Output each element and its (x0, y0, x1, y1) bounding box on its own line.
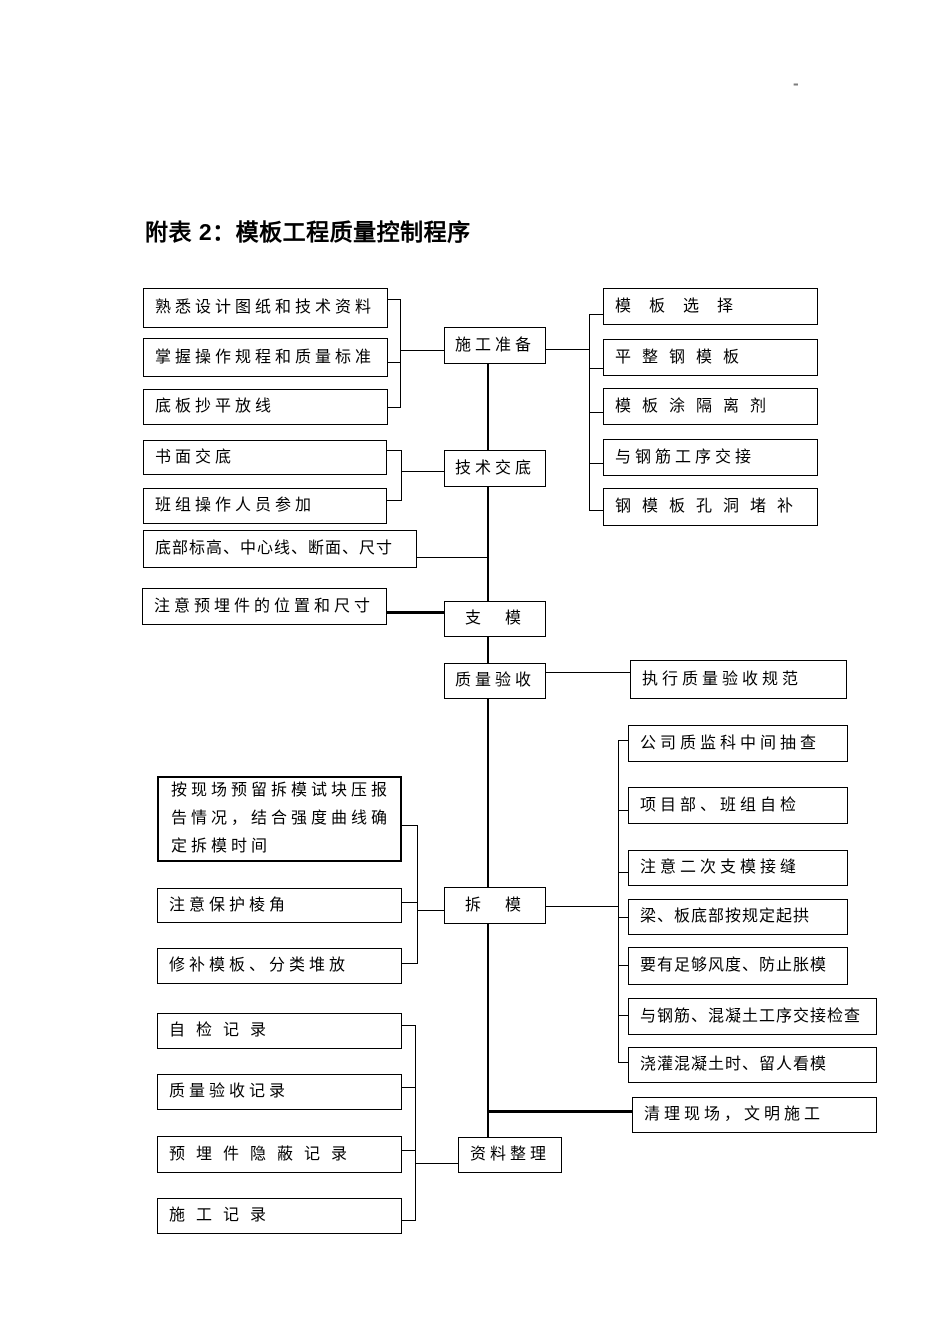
connector-line (618, 917, 628, 918)
box-familiarize-drawings: 熟悉设计图纸和技术资料 (143, 288, 388, 328)
connector-line (417, 557, 489, 558)
connector-line (618, 740, 628, 741)
connector-line (402, 1025, 415, 1026)
box-project-selfcheck: 项目部、班组自检 (628, 787, 848, 824)
connector-line (589, 368, 603, 369)
box-self-check-record: 自检记录 (157, 1013, 402, 1049)
connector-line (388, 299, 401, 300)
connector-line (402, 1150, 415, 1151)
connector-line (415, 1025, 416, 1221)
connector-line (400, 350, 444, 351)
box-site-cleanup: 清理现场，文明施工 (632, 1097, 877, 1133)
connector-line (415, 1163, 458, 1164)
connector-line (546, 672, 630, 673)
connector-line (589, 463, 603, 464)
box-embedded-hidden-record: 预埋件隐蔽记录 (157, 1136, 402, 1173)
flow-line (487, 637, 489, 663)
connector-line (589, 314, 603, 315)
connector-line-bold (387, 611, 444, 614)
box-template-selection: 模板选择 (603, 288, 818, 325)
flow-line (487, 699, 489, 887)
connector-line (388, 362, 401, 363)
connector-line (402, 1087, 415, 1088)
box-bottom-elevation: 底部标高、中心线、断面、尺寸 (143, 530, 417, 568)
box-written-disclosure: 书面交底 (143, 440, 387, 475)
box-watch-forms: 浇灌混凝土时、留人看模 (628, 1047, 877, 1083)
connector-line-bold (488, 1110, 632, 1113)
connector-line (618, 740, 619, 1063)
box-release-agent: 模板涂隔离剂 (603, 388, 818, 425)
box-construction-record: 施工记录 (157, 1198, 402, 1234)
connector-line (618, 1015, 628, 1016)
connector-line (387, 500, 401, 501)
connector-line (388, 407, 401, 408)
box-acceptance-record: 质量验收记录 (157, 1074, 402, 1110)
connector-line (387, 450, 401, 451)
box-secondary-seams: 注意二次支模接缝 (628, 850, 848, 886)
connector-line (618, 965, 628, 966)
stage-construction-prep: 施工准备 (444, 327, 546, 364)
stage-formwork-removal: 拆 模 (444, 887, 546, 924)
box-base-leveling: 底板抄平放线 (143, 389, 388, 425)
connector-line (402, 963, 417, 964)
stage-data-organization: 资料整理 (458, 1137, 562, 1173)
box-team-participation: 班组操作人员参加 (143, 488, 387, 524)
box-protect-edges: 注意保护棱角 (157, 888, 402, 923)
box-company-spotcheck: 公司质监科中间抽查 (628, 725, 848, 762)
box-rigidity-note: 要有足够风度、防止胀模 (628, 947, 848, 985)
connector-line (417, 910, 444, 911)
flow-line (487, 487, 489, 601)
connector-line (417, 825, 418, 964)
connector-line (546, 906, 618, 907)
connector-line (618, 810, 628, 811)
box-master-procedures: 掌握操作规程和质量标准 (143, 338, 388, 377)
box-camber-rule: 梁、板底部按规定起拱 (628, 899, 848, 935)
connector-line (402, 902, 417, 903)
connector-line (589, 412, 603, 413)
connector-line (402, 825, 417, 826)
connector-line (401, 471, 444, 472)
flow-line (487, 364, 489, 450)
box-flatten-steel-forms: 平整钢模板 (603, 339, 818, 376)
flow-line (487, 924, 489, 1137)
box-acceptance-spec: 执行质量验收规范 (630, 660, 847, 699)
connector-line (618, 872, 628, 873)
connector-line (402, 1220, 415, 1221)
connector-line (589, 510, 603, 511)
box-removal-timing: 按现场预留拆模试块压报告情况，结合强度曲线确定拆模时间 (157, 776, 402, 862)
box-handover-check: 与钢筋、混凝土工序交接检查 (628, 998, 877, 1035)
connector-line (400, 299, 401, 408)
stage-quality-acceptance: 质量验收 (444, 663, 546, 699)
box-embedded-parts-position: 注意预埋件的位置和尺寸 (142, 588, 387, 625)
box-plug-form-holes: 钢模板孔洞堵补 (603, 488, 818, 526)
stage-technical-disclosure: 技术交底 (444, 450, 546, 487)
page-header-dash: - (793, 74, 799, 93)
stage-formwork-erection: 支 模 (444, 601, 546, 637)
box-rebar-handover: 与钢筋工序交接 (603, 439, 818, 476)
box-repair-templates: 修补模板、分类堆放 (157, 948, 402, 984)
connector-line (546, 349, 589, 350)
page-title: 附表 2：模板工程质量控制程序 (145, 219, 471, 245)
connector-line (401, 450, 402, 501)
connector-line (618, 1062, 628, 1063)
